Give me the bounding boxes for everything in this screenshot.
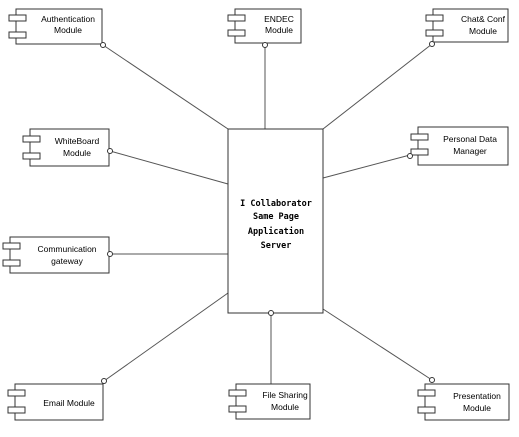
endec-label-1: ENDEC — [264, 14, 294, 24]
presentation-label-2: Module — [463, 403, 491, 413]
connector-personal-data — [322, 154, 411, 179]
interface-port-icon — [107, 251, 113, 257]
server-line-1: I Collaborator — [240, 199, 312, 209]
personal-data-label-2: Manager — [453, 146, 487, 156]
whiteboard-label-1: WhiteBoard — [55, 136, 100, 146]
connectors — [102, 43, 433, 384]
presentation-module[interactable]: Presentation Module — [417, 377, 510, 421]
component-tab-top — [8, 14, 27, 22]
chat-conf-label-1: Chat& Conf — [461, 14, 506, 24]
endec-label-2: Module — [265, 25, 293, 35]
connector-email — [103, 292, 229, 382]
component-tab-top — [2, 242, 21, 250]
component-tab-bottom — [2, 259, 21, 267]
chat-conf-label-2: Module — [469, 26, 497, 36]
connector-whiteboard — [109, 150, 229, 185]
component-tab-bottom — [22, 152, 41, 160]
whiteboard-label-2: Module — [63, 148, 91, 158]
communication-label-2: gateway — [51, 256, 83, 266]
communication-gateway[interactable]: Communication gateway — [2, 236, 113, 274]
interface-port-icon — [429, 377, 435, 383]
file-sharing-label-2: Module — [271, 402, 299, 412]
application-server[interactable]: I Collaborator Same Page Application Ser… — [227, 128, 324, 314]
interface-port-icon — [262, 42, 268, 48]
component-tab-bottom — [425, 29, 444, 37]
interface-port-icon — [100, 42, 106, 48]
connector-chat-conf — [322, 43, 433, 130]
file-sharing-module[interactable]: File Sharing Module — [228, 310, 311, 420]
server-line-2: Same Page — [253, 212, 299, 222]
component-tab-top — [22, 135, 41, 143]
component-tab-bottom — [228, 405, 247, 413]
file-sharing-label-1: File Sharing — [262, 390, 308, 400]
presentation-label-1: Presentation — [453, 391, 501, 401]
authentication-label-2: Module — [54, 25, 82, 35]
component-tab-bottom — [8, 31, 27, 39]
email-label: Email Module — [43, 398, 95, 408]
component-tab-bottom — [227, 29, 246, 37]
interface-port-icon — [268, 310, 274, 316]
authentication-label-1: Authentication — [41, 14, 95, 24]
connector-presentation — [322, 308, 433, 381]
interface-port-icon — [101, 378, 107, 384]
component-tab-bottom — [7, 406, 26, 414]
component-tab-top — [410, 133, 429, 141]
component-tab-top — [227, 14, 246, 22]
whiteboard-module[interactable]: WhiteBoard Module — [22, 128, 113, 167]
server-line-3: Application — [248, 226, 304, 237]
component-tab-bottom — [417, 406, 436, 414]
endec-module[interactable]: ENDEC Module — [227, 8, 302, 48]
personal-data-label-1: Personal Data — [443, 134, 497, 144]
component-tab-top — [7, 389, 26, 397]
component-tab-bottom — [410, 148, 429, 156]
component-tab-top — [425, 14, 444, 22]
interface-port-icon — [429, 41, 435, 47]
communication-label-1: Communication — [37, 244, 96, 254]
connector-authentication — [102, 44, 229, 130]
component-tab-top — [228, 389, 247, 397]
authentication-module[interactable]: Authentication Module — [8, 8, 106, 48]
personal-data-module[interactable]: Personal Data Manager — [407, 126, 509, 166]
interface-port-icon — [407, 153, 413, 159]
email-module[interactable]: Email Module — [7, 378, 107, 421]
chat-conf-module[interactable]: Chat& Conf Module — [425, 8, 509, 47]
interface-port-icon — [107, 148, 113, 154]
server-line-4: Server — [261, 241, 292, 251]
component-tab-top — [417, 389, 436, 397]
